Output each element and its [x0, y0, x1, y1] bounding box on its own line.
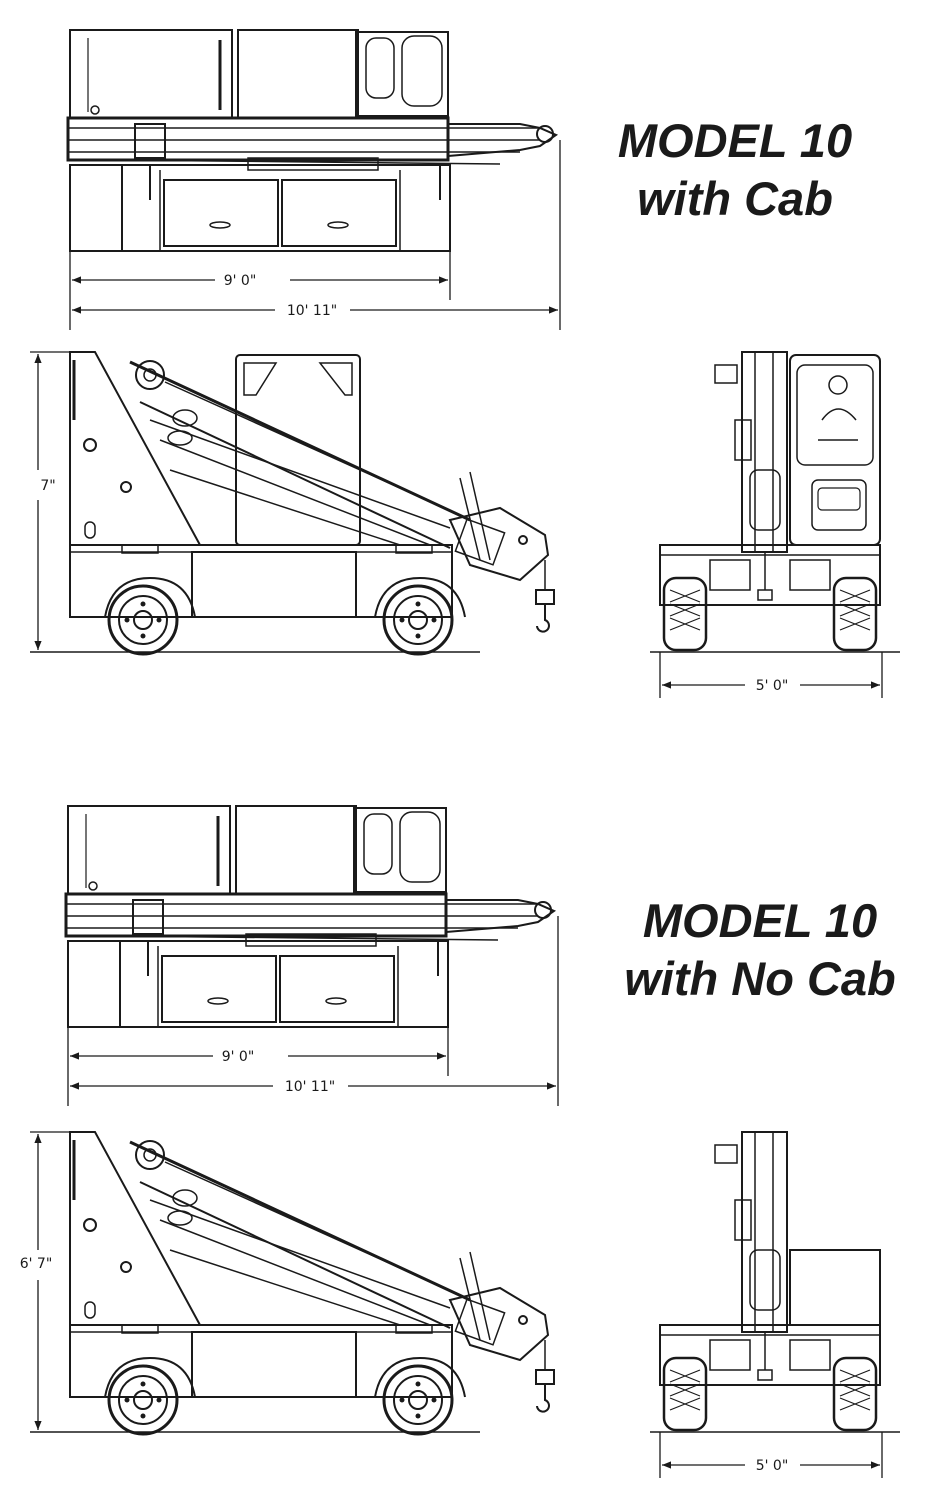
side-view-with-cab — [30, 352, 554, 654]
top-view-with-cab — [68, 30, 560, 330]
dim-top-inner-2: 9' 0" — [222, 1049, 255, 1065]
title-line-2: with No Cab — [624, 952, 896, 1005]
model-title-no-cab: MODEL 10 with No Cab — [600, 892, 920, 1008]
title-line-2: with Cab — [637, 172, 833, 225]
top-view-no-cab — [66, 806, 558, 1106]
dim-front-width: 5' 0" — [756, 678, 789, 694]
dim-top-overall-2: 10' 11" — [285, 1079, 335, 1095]
dim-front-width-2: 5' 0" — [756, 1458, 789, 1474]
dim-side-height-2: 6' 7" — [20, 1256, 53, 1272]
dim-side-height: 7" — [40, 478, 55, 494]
title-line-1: MODEL 10 — [617, 114, 853, 167]
title-line-1: MODEL 10 — [642, 894, 878, 947]
dim-top-overall: 10' 11" — [287, 303, 337, 319]
side-view-no-cab — [30, 1132, 554, 1434]
front-view-with-cab — [650, 352, 900, 698]
dim-top-inner: 9' 0" — [224, 273, 257, 289]
model-title-with-cab: MODEL 10 with Cab — [590, 112, 880, 228]
front-view-no-cab — [650, 1132, 900, 1478]
